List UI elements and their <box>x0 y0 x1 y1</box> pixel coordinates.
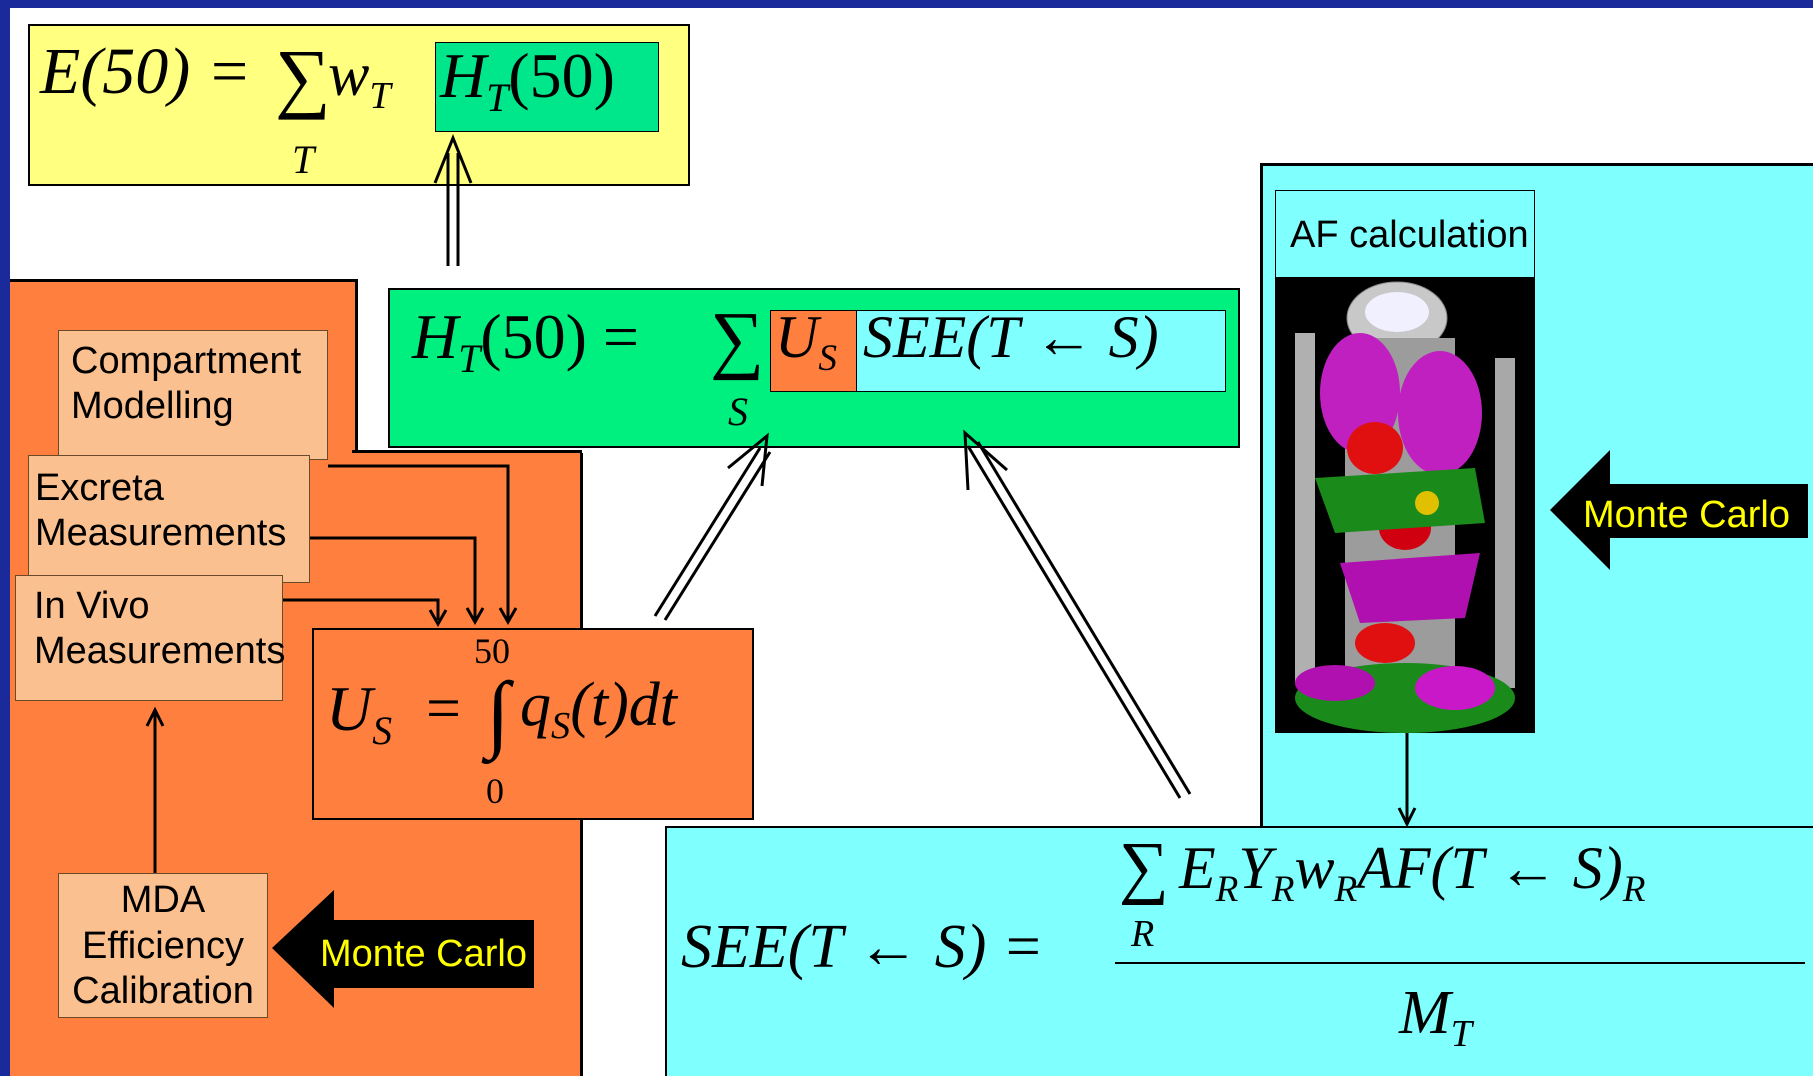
box-line: Calibration <box>72 970 254 1013</box>
box-line: Measurements <box>34 629 286 672</box>
monte-carlo-right-label: Monte Carlo <box>1583 494 1790 536</box>
fraction-bar <box>1115 962 1805 964</box>
box-line: Excreta <box>35 467 164 509</box>
sum-symbol: ∑ <box>710 297 765 381</box>
sum-index: R <box>1131 913 1155 955</box>
box-line: Measurements <box>35 511 287 554</box>
uptake-lhs: US <box>326 673 393 753</box>
phantom-illustration <box>1295 281 1515 733</box>
slide-canvas: E(50) = ∑ T wT HT(50) HT(50) = ∑ S US SE… <box>10 8 1813 1076</box>
box-line: Modelling <box>71 384 234 427</box>
af-calculation-label-box: AF calculation <box>1275 190 1535 278</box>
integral-lower-limit: 0 <box>486 771 504 811</box>
see-lhs: SEE(T ← S) = <box>681 913 1044 981</box>
monte-carlo-right-arrow <box>1550 450 1808 570</box>
double-arrow-to-effective <box>433 133 473 266</box>
sum-symbol: ∑ <box>1119 829 1169 906</box>
double-arrow-uptake <box>653 432 772 621</box>
equivalent-dose-box: HT(50) = ∑ S US SEE(T ← S) <box>388 288 1240 448</box>
sum-symbol: ∑ <box>275 33 331 120</box>
monte-carlo-left-label: Monte Carlo <box>320 933 527 975</box>
see-box: SEE(T ← S) = ∑ R ERYRwRAF(T ← S)R MT <box>665 826 1813 1076</box>
double-arrow-see <box>963 429 1192 799</box>
box-line: MDA <box>120 879 206 921</box>
uptake-box: US = ∫ 50 0 qS(t)dt <box>312 628 754 820</box>
integrand: qS(t)dt <box>520 671 677 748</box>
see-highlight: SEE(T ← S) <box>856 304 1226 392</box>
see-numerator: ERYRwRAF(T ← S)R <box>1179 835 1646 911</box>
compartment-modelling-box: Compartment Modelling <box>58 330 328 460</box>
box-line: Efficiency <box>82 924 244 967</box>
uptake-highlight: US <box>770 304 858 392</box>
weight-term: wT <box>328 41 391 118</box>
monte-carlo-left-arrow <box>272 890 534 1008</box>
phantom-image <box>1275 278 1535 733</box>
integral-upper-limit: 50 <box>474 631 510 671</box>
connector-lines <box>145 464 1417 873</box>
mda-efficiency-calibration-box: MDA Efficiency Calibration <box>58 873 268 1018</box>
see-denominator: MT <box>1399 979 1473 1056</box>
effective-dose-box: E(50) = ∑ T wT HT(50) <box>28 24 690 186</box>
integral-symbol: ∫ <box>486 664 510 760</box>
in-vivo-measurements-box: In Vivo Measurements <box>15 575 286 701</box>
equals-sign: = <box>426 675 461 743</box>
arrows-layer <box>145 133 1808 1008</box>
orange-panel-step <box>352 450 582 453</box>
af-calculation-label: AF calculation <box>1290 214 1529 256</box>
effective-dose-equation: E(50) = <box>40 35 252 108</box>
sum-index: S <box>728 389 748 434</box>
box-line: Compartment <box>71 340 302 382</box>
equivalent-dose-lhs: HT(50) = <box>412 301 640 381</box>
box-line: In Vivo <box>34 585 150 627</box>
sum-index: T <box>292 137 315 182</box>
equivalent-dose-highlight: HT(50) <box>435 40 659 132</box>
